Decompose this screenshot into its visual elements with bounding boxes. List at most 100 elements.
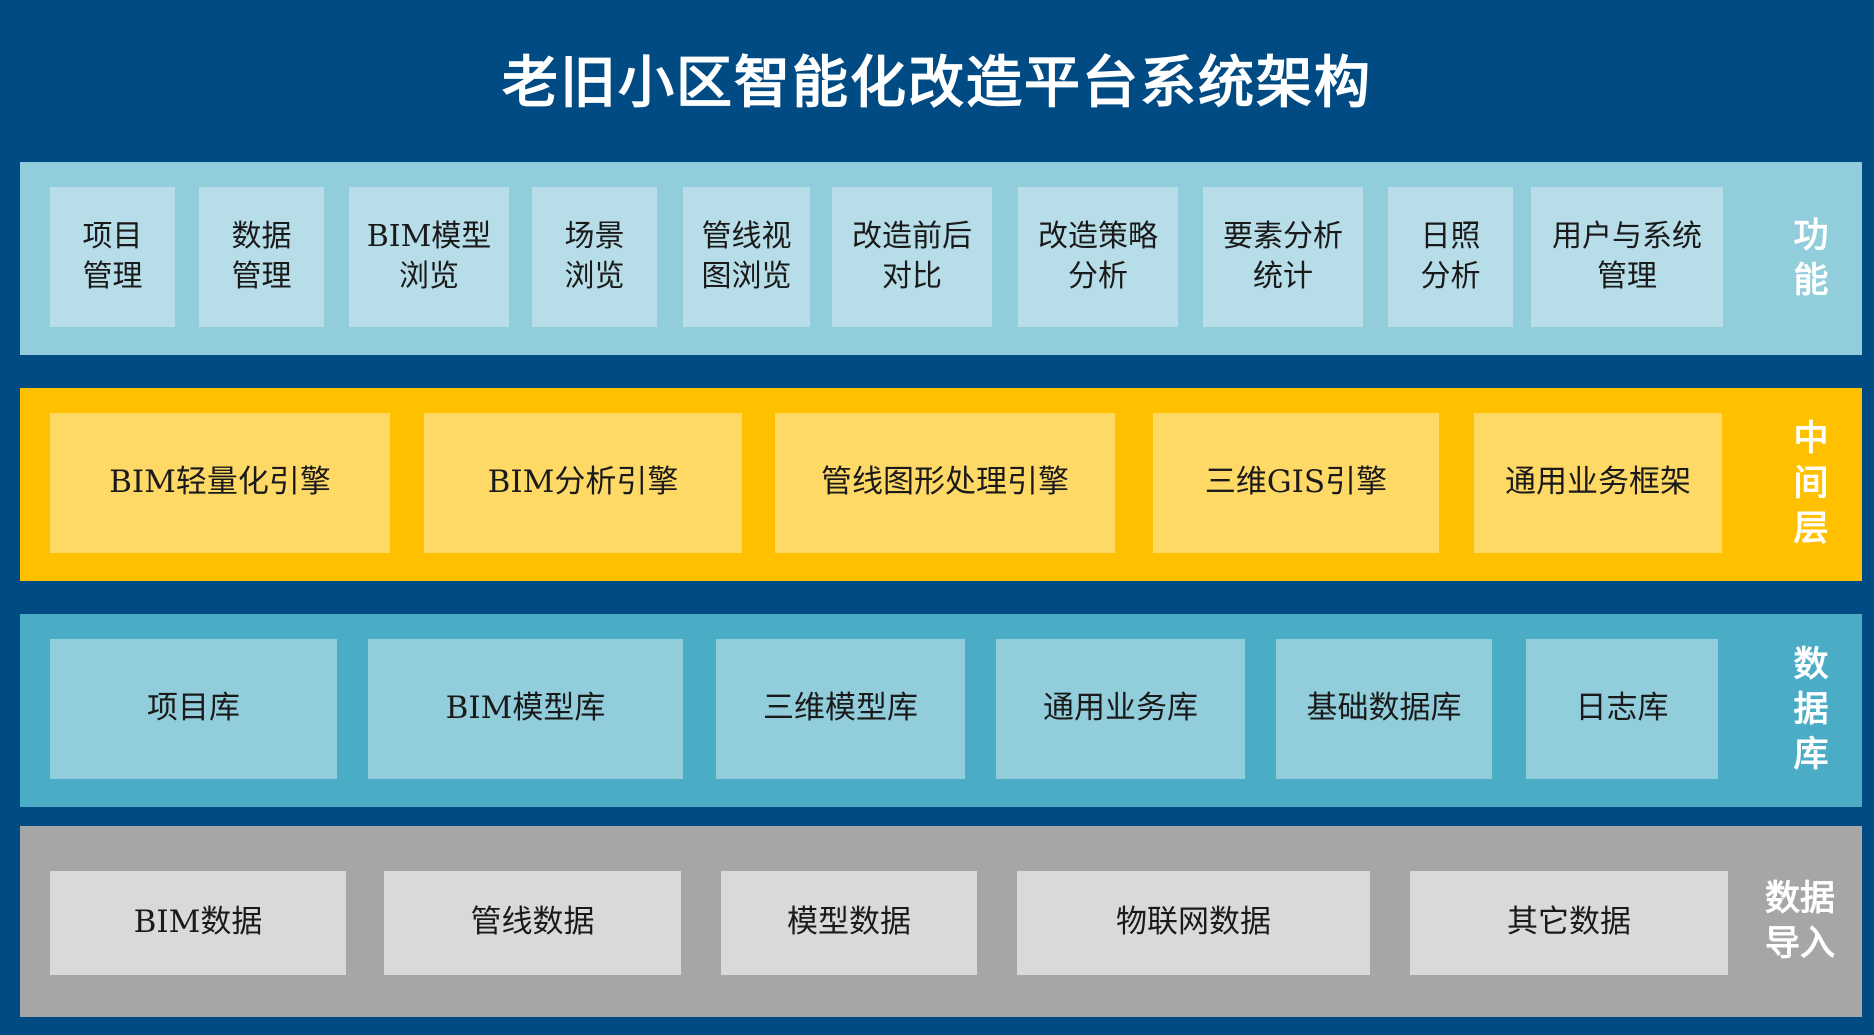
import-module-box: BIM数据	[50, 871, 346, 975]
module-label-line: BIM分析引擎	[487, 464, 679, 501]
module-label-line: BIM模型库	[445, 690, 606, 727]
layer-label-line: 数据	[1764, 877, 1835, 919]
module-label-line: 模型数据	[787, 904, 911, 941]
database-module-label: 三维模型库	[763, 688, 918, 730]
middle-module-label: BIM分析引擎	[488, 462, 679, 504]
module-label-line: 管线数据	[470, 904, 595, 941]
module-label-line: 日志库	[1575, 690, 1669, 727]
module-label-line: 三维GIS引擎	[1204, 464, 1388, 501]
middle-module-label: 三维GIS引擎	[1205, 462, 1387, 504]
import-module-label: 物联网数据	[1116, 902, 1271, 944]
middle-module-label: BIM轻量化引擎	[109, 462, 331, 504]
function-module-label: 管线视图浏览	[702, 217, 792, 298]
module-label-line: 分析	[1068, 259, 1128, 294]
function-module-box: 改造前后对比	[832, 187, 992, 327]
layer-label-line: 导入	[1764, 922, 1835, 964]
module-label-line: 对比	[882, 259, 942, 294]
middle-module-label: 管线图形处理引擎	[821, 462, 1069, 504]
layer-label-line: 库	[1793, 733, 1829, 775]
database-module-box: 三维模型库	[716, 639, 965, 779]
layer-label-line: 据	[1793, 689, 1829, 731]
import-module-label: BIM数据	[134, 902, 263, 944]
function-module-box: 要素分析统计	[1203, 187, 1363, 327]
module-label-line: 物联网数据	[1116, 904, 1271, 941]
import-module-label: 管线数据	[471, 902, 595, 944]
module-label-line: 三维模型库	[763, 690, 918, 727]
layer-label-line: 层	[1793, 507, 1829, 549]
function-module-label: 要素分析统计	[1223, 217, 1343, 298]
function-module-box: 日照分析	[1388, 187, 1513, 327]
module-label-line: 场景	[564, 218, 625, 254]
layer-label-line: 功	[1793, 214, 1829, 256]
function-module-box: 用户与系统管理	[1531, 187, 1723, 327]
module-label-line: 其它数据	[1507, 904, 1631, 941]
function-module-box: 场景浏览	[532, 187, 657, 327]
import-module-label: 模型数据	[787, 902, 911, 944]
module-label-line: 用户与系统	[1552, 218, 1702, 254]
module-label-line: 图浏览	[701, 259, 792, 294]
middle-layer: BIM轻量化引擎 BIM分析引擎 管线图形处理引擎 三维GIS引擎 通用业务框架 中间层	[20, 388, 1862, 581]
module-label-line: 数据	[231, 218, 292, 254]
layer-label-line: 中	[1793, 418, 1829, 460]
database-module-box: 通用业务库	[996, 639, 1245, 779]
middle-layer-label: 中间层	[1765, 388, 1857, 581]
function-module-box: 管线视图浏览	[683, 187, 810, 327]
function-module-label: 改造前后对比	[852, 217, 972, 298]
middle-module-box: BIM轻量化引擎	[50, 413, 390, 553]
module-label-line: 管理	[1597, 259, 1657, 294]
import-module-label: 其它数据	[1507, 902, 1631, 944]
module-label-line: 通用业务库	[1043, 690, 1198, 727]
import-module-box: 其它数据	[1410, 871, 1728, 975]
module-label-line: 项目库	[147, 690, 240, 727]
module-label-line: 分析	[1420, 259, 1481, 294]
function-module-label: 场景浏览	[565, 217, 625, 298]
function-module-label: 用户与系统管理	[1552, 217, 1702, 298]
database-module-box: 项目库	[50, 639, 337, 779]
module-label-line: 管线视	[701, 218, 792, 254]
module-label-line: 项目	[82, 218, 143, 254]
module-label-line: 日照	[1420, 218, 1481, 254]
database-module-box: 基础数据库	[1276, 639, 1492, 779]
module-label-line: 浏览	[399, 259, 459, 294]
function-module-label: 日照分析	[1421, 217, 1481, 298]
middle-module-box: 管线图形处理引擎	[775, 413, 1115, 553]
function-module-box: BIM模型浏览	[349, 187, 509, 327]
function-layer-label: 功能	[1765, 215, 1857, 301]
middle-module-box: 三维GIS引擎	[1153, 413, 1439, 553]
function-module-box: 项目管理	[50, 187, 175, 327]
function-module-box: 数据管理	[199, 187, 324, 327]
module-label-line: BIM模型	[366, 218, 492, 254]
database-layer: 项目库 BIM模型库 三维模型库 通用业务库 基础数据库 日志库 数据库	[20, 614, 1862, 807]
layer-label-line: 数	[1793, 644, 1829, 686]
import-module-box: 物联网数据	[1017, 871, 1370, 975]
function-module-box: 改造策略分析	[1018, 187, 1178, 327]
module-label-line: 要素分析	[1223, 218, 1343, 254]
import-module-box: 模型数据	[721, 871, 977, 975]
database-module-label: 通用业务库	[1043, 688, 1198, 730]
database-module-box: BIM模型库	[368, 639, 683, 779]
module-label-line: 基础数据库	[1306, 690, 1462, 727]
database-module-label: 日志库	[1576, 688, 1669, 730]
module-label-line: 管理	[231, 259, 292, 294]
database-module-label: 项目库	[147, 688, 240, 730]
import-module-box: 管线数据	[384, 871, 681, 975]
middle-module-box: BIM分析引擎	[424, 413, 742, 553]
function-module-label: 改造策略分析	[1038, 217, 1158, 298]
module-label-line: 管线图形处理引擎	[821, 464, 1069, 501]
module-label-line: 通用业务框架	[1505, 464, 1691, 501]
middle-module-label: 通用业务框架	[1505, 462, 1691, 504]
middle-module-box: 通用业务框架	[1474, 413, 1722, 553]
module-label-line: 管理	[82, 259, 143, 294]
module-label-line: 改造策略	[1038, 218, 1158, 254]
data-import-layer: BIM数据 管线数据 模型数据 物联网数据 其它数据 数据导入	[20, 826, 1862, 1017]
module-label-line: 统计	[1253, 259, 1313, 294]
module-label-line: BIM数据	[133, 904, 263, 941]
module-label-line: BIM轻量化引擎	[109, 464, 331, 501]
layer-label-line: 能	[1793, 259, 1829, 301]
database-module-label: BIM模型库	[446, 688, 606, 730]
module-label-line: 改造前后	[852, 218, 972, 254]
database-module-label: 基础数据库	[1307, 688, 1462, 730]
layer-label-line: 间	[1793, 463, 1829, 505]
